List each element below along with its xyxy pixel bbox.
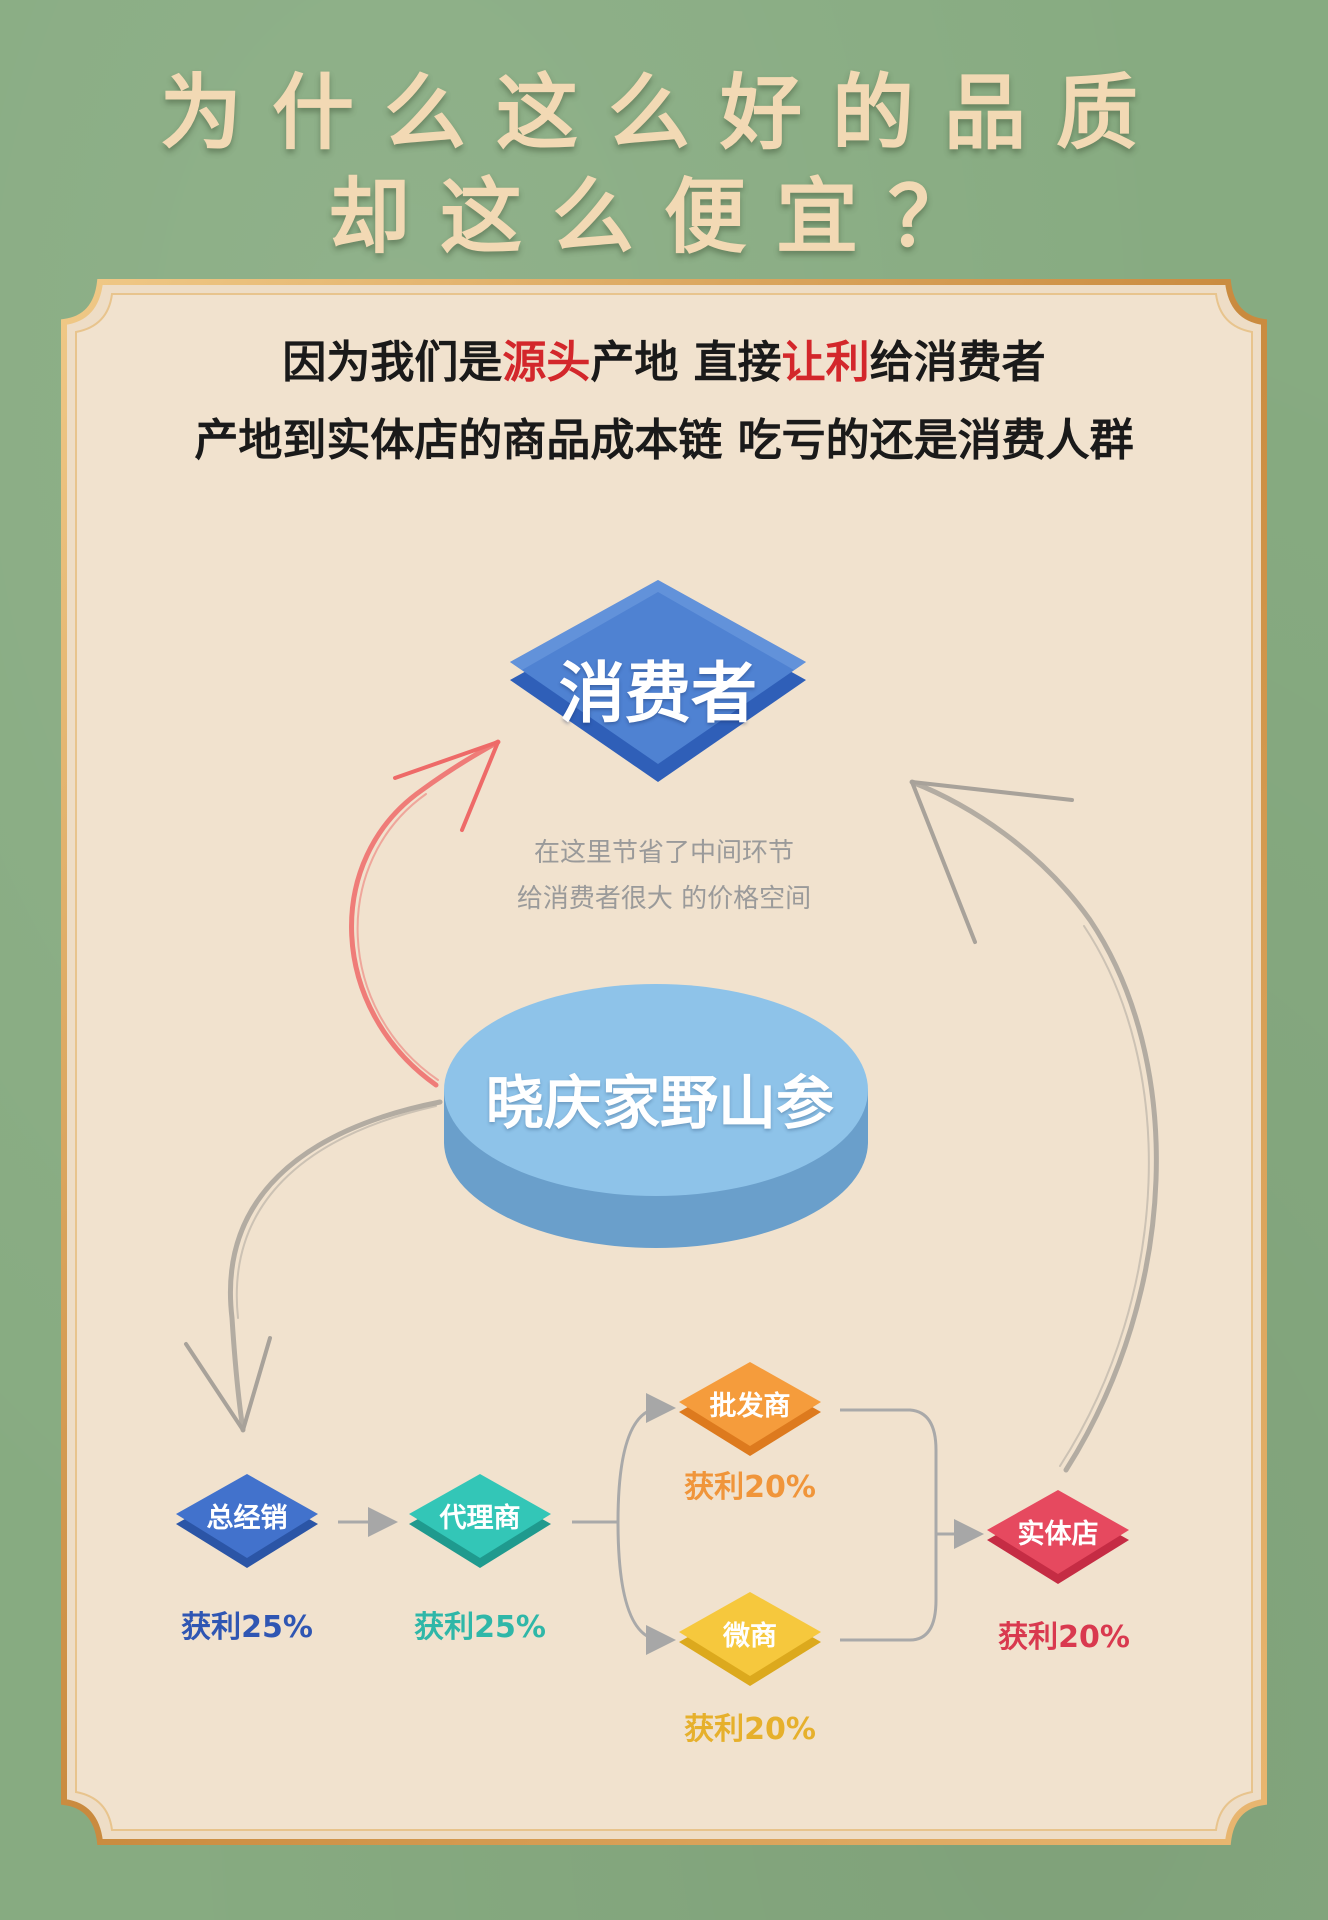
- chain-connectors: [338, 1408, 984, 1655]
- diamond-store: [987, 1490, 1129, 1584]
- headline-line-1: 因为我们是源头产地 直接让利给消费者: [0, 326, 1328, 390]
- general-distributor-profit: 获利25%: [181, 1610, 313, 1645]
- source-label: 晓庆家野山参: [485, 1069, 834, 1137]
- wholesaler-profit: 获利20%: [684, 1470, 816, 1505]
- headline-highlight-benefit: 让利: [781, 337, 870, 388]
- red-arrow-to-consumer: [349, 739, 501, 1088]
- savings-note-line-1: 在这里节省了中间环节: [533, 838, 794, 868]
- diamond-agent: [409, 1474, 551, 1568]
- micro-merchant-label: 微商: [723, 1621, 777, 1652]
- diamond-micro: [679, 1592, 821, 1686]
- consumer-node-shape: [510, 580, 806, 782]
- gray-arrow-store-to-consumer: [909, 779, 1159, 1473]
- agent-label: 代理商: [439, 1503, 521, 1534]
- store-label: 实体店: [1017, 1519, 1099, 1550]
- micro-merchant-profit: 获利20%: [684, 1712, 816, 1747]
- gray-arrow-to-distributor: [184, 1099, 443, 1433]
- general-distributor-label: 总经销: [206, 1503, 288, 1534]
- agent-profit: 获利25%: [414, 1610, 546, 1645]
- diamond-general: [176, 1474, 318, 1568]
- source-node-shape: [444, 984, 868, 1248]
- consumer-label: 消费者: [559, 654, 757, 732]
- headline-highlight-source: 源头: [502, 337, 591, 388]
- headline-text-3: 给消费者: [869, 337, 1046, 388]
- page-title-line-1: 为什么这么好的品质: [159, 65, 1168, 161]
- page-title-line-2: 却这么便宜？: [327, 169, 1000, 265]
- headline-line-2: 产地到实体店的商品成本链 吃亏的还是消费人群: [194, 415, 1134, 466]
- wholesaler-label: 批发商: [709, 1391, 791, 1422]
- headline-text-2: 产地 直接: [590, 337, 782, 388]
- store-profit: 获利20%: [998, 1620, 1130, 1655]
- diamond-wholesale: [679, 1362, 821, 1456]
- headline-text-1: 因为我们是: [282, 337, 503, 388]
- savings-note-line-2: 给消费者很大 的价格空间: [516, 884, 812, 914]
